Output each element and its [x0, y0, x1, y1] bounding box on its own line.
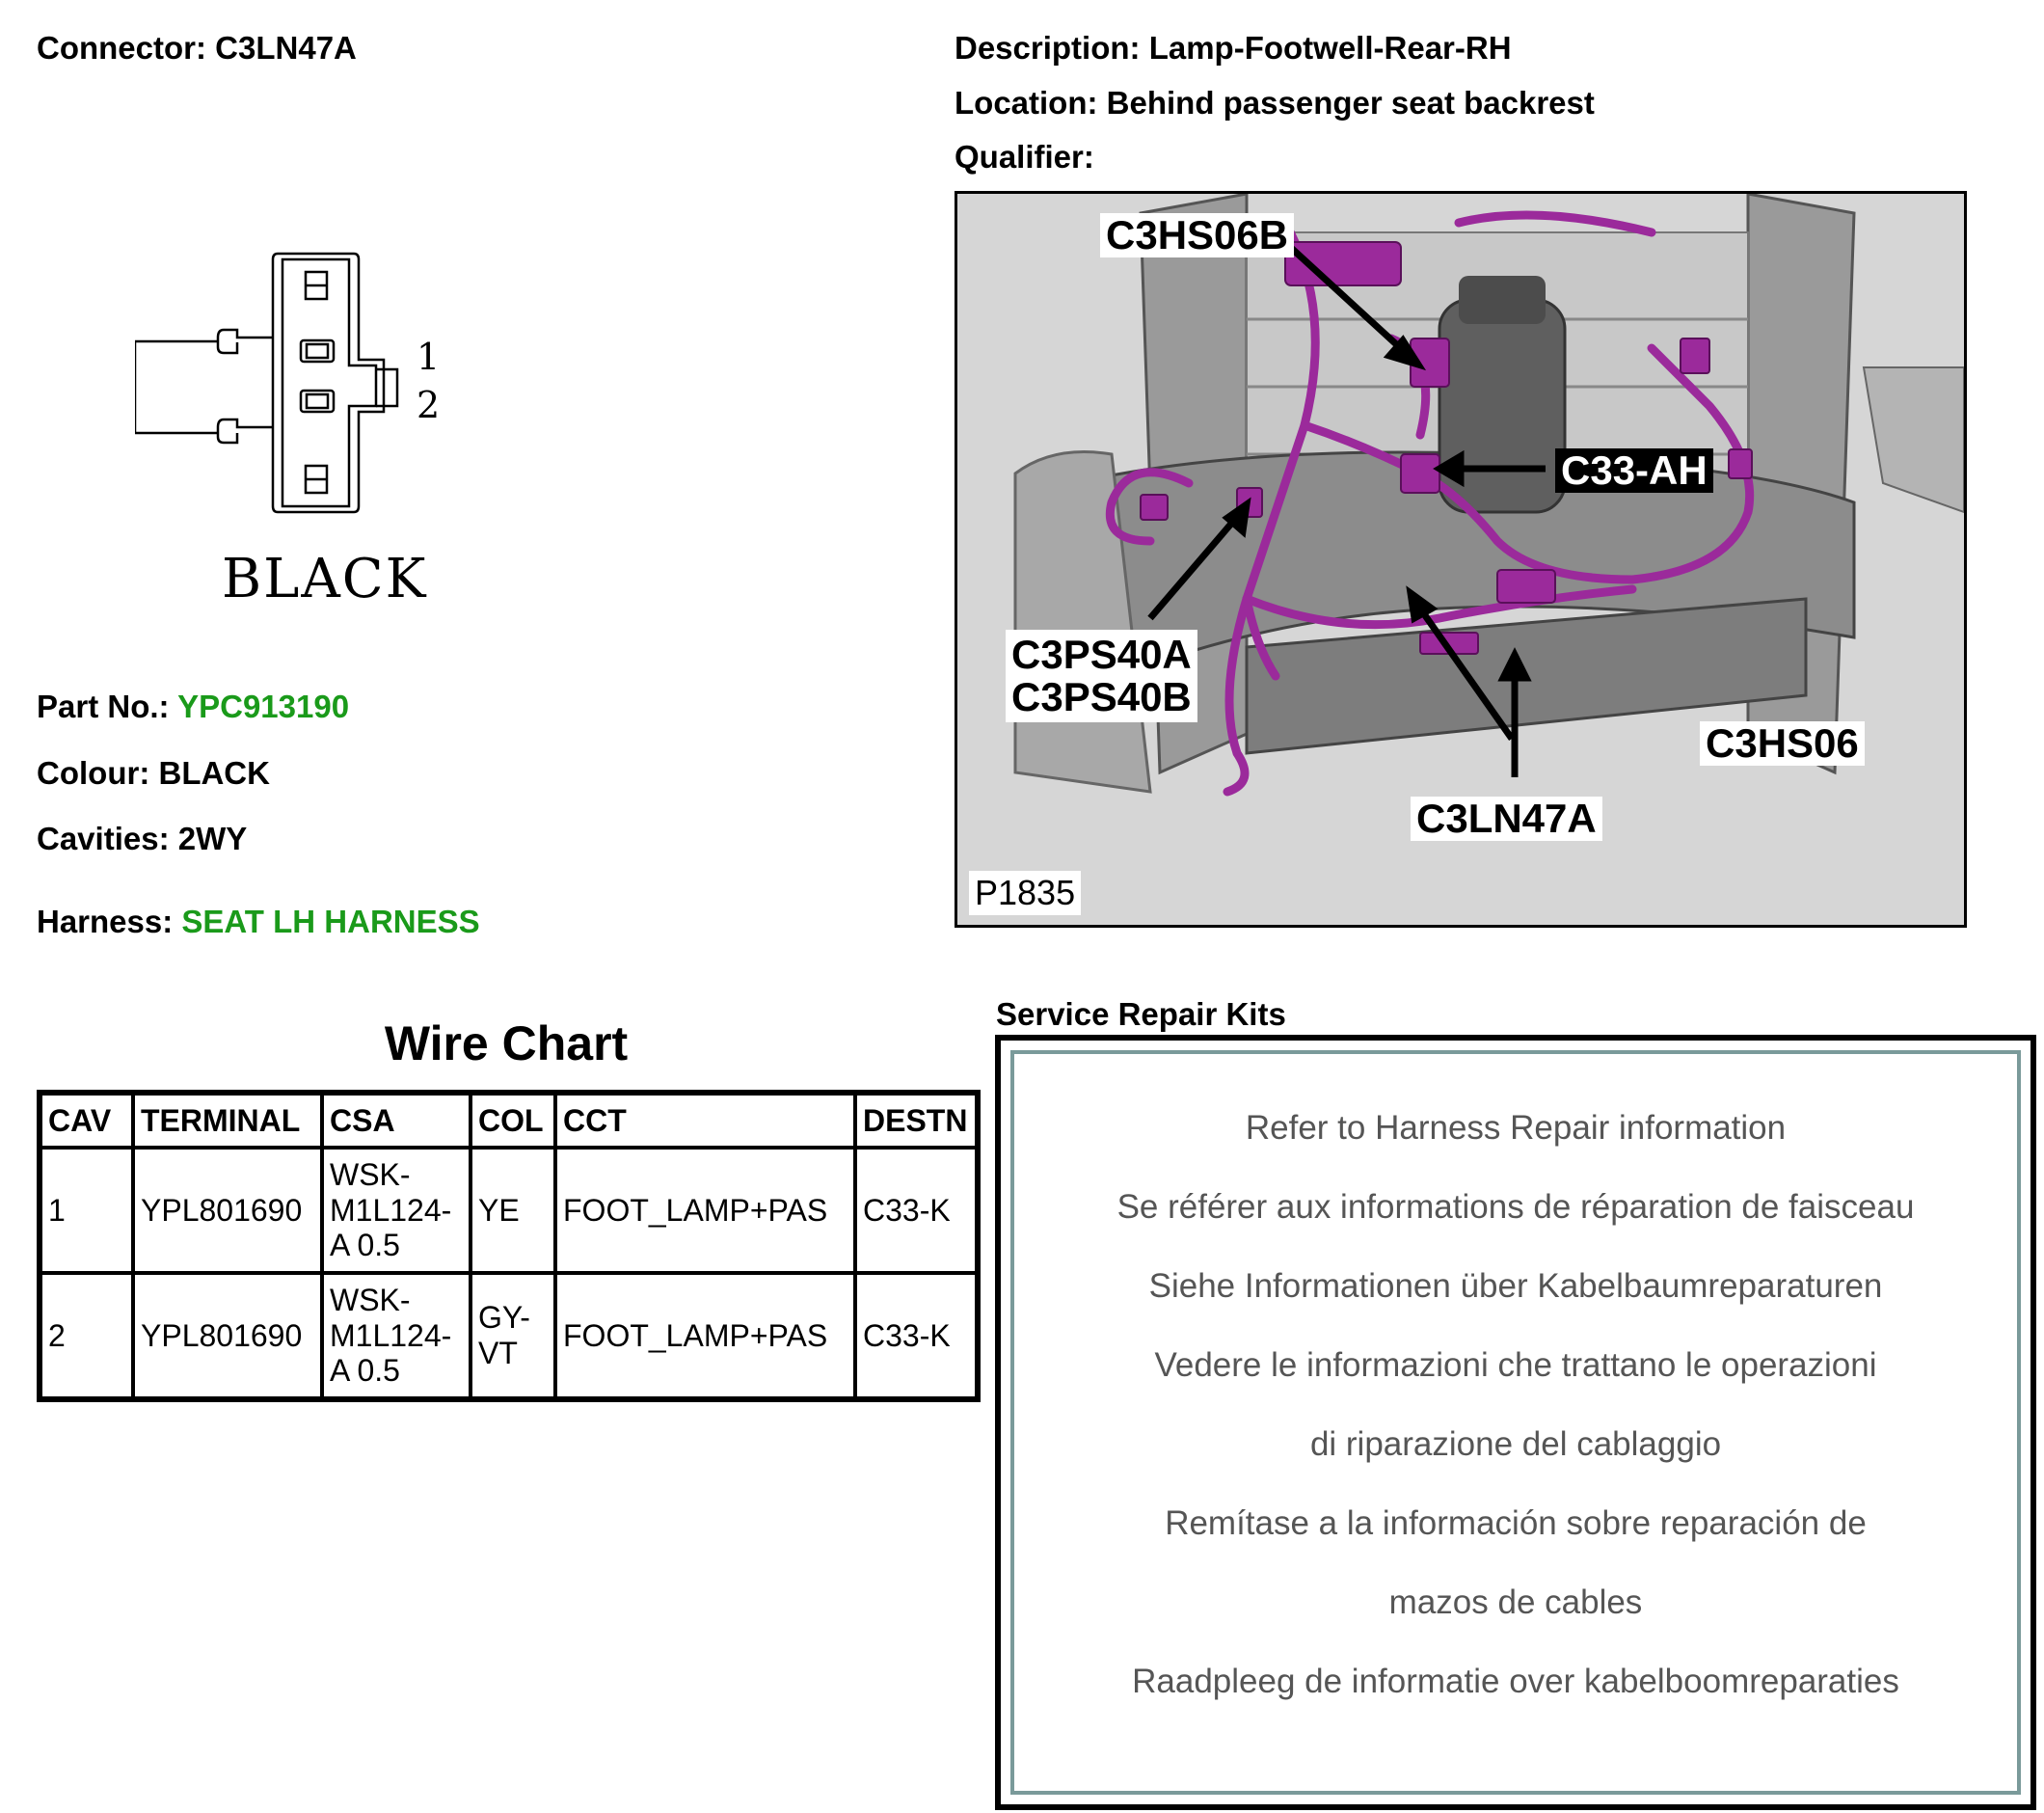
srk-line: Siehe Informationen über Kabelbaumrepara…: [1148, 1267, 1883, 1305]
cavities-field: Cavities: 2WY: [37, 823, 247, 854]
cell-cct: FOOT_LAMP+PAS: [553, 1146, 857, 1275]
photo-id-label: P1835: [969, 871, 1082, 915]
wire-chart-header-row: CAV TERMINAL CSA COL CCT DESTN: [38, 1091, 980, 1150]
connector-label: Connector:: [37, 30, 206, 66]
colour-label: Colour:: [37, 755, 150, 791]
callout-c3ln47a: C3LN47A: [1411, 797, 1602, 841]
description-field: Description: Lamp-Footwell-Rear-RH: [955, 32, 1512, 64]
cell-col: YE: [469, 1146, 557, 1275]
callout-c3ps40b: C3PS40B: [1011, 674, 1192, 720]
colour-value: BLACK: [158, 755, 270, 791]
service-repair-kits-inner-frame: Refer to Harness Repair information Se r…: [1010, 1050, 2021, 1795]
harness-field: Harness: SEAT LH HARNESS: [37, 906, 480, 937]
pin-1-label: 1: [417, 336, 440, 378]
srk-line: Se référer aux informations de réparatio…: [1116, 1188, 1915, 1226]
cell-cav: 2: [38, 1271, 135, 1401]
part-no-field: Part No.: YPC913190: [37, 690, 349, 722]
cell-csa-line: WSK-: [330, 1282, 411, 1317]
cell-terminal: YPL801690: [131, 1271, 324, 1401]
cell-col-line: YE: [478, 1192, 520, 1228]
service-repair-kits-box: Refer to Harness Repair information Se r…: [995, 1035, 2036, 1810]
description-value: Lamp-Footwell-Rear-RH: [1148, 30, 1512, 66]
harness-link[interactable]: SEAT LH HARNESS: [181, 904, 480, 939]
cell-cct: FOOT_LAMP+PAS: [553, 1271, 857, 1401]
srk-line: Refer to Harness Repair information: [1245, 1109, 1787, 1147]
callout-c33-ah: C33-AH: [1555, 448, 1713, 493]
header-cct: CCT: [553, 1091, 857, 1150]
harness-label: Harness:: [37, 904, 174, 939]
cavities-label: Cavities:: [37, 821, 170, 856]
description-label: Description:: [955, 30, 1141, 66]
srk-line: Remítase a la información sobre reparaci…: [1165, 1504, 1867, 1542]
cell-col: GY- VT: [469, 1271, 557, 1401]
cell-csa: WSK- M1L124- A 0.5: [320, 1271, 472, 1401]
part-no-link[interactable]: YPC913190: [177, 689, 350, 724]
srk-line: mazos de cables: [1388, 1583, 1643, 1621]
qualifier-field: Qualifier:: [955, 141, 1094, 173]
callout-c3ps40a: C3PS40A: [1011, 632, 1192, 677]
connector-value: C3LN47A: [215, 30, 357, 66]
callout-c3ps40: C3PS40A C3PS40B: [1006, 630, 1197, 723]
connector-field: Connector: C3LN47A: [37, 32, 357, 64]
header-csa: CSA: [320, 1091, 472, 1150]
cell-col-line: GY-: [478, 1300, 530, 1336]
cell-destn: C33-K: [853, 1271, 980, 1401]
callout-c3hs06: C3HS06: [1700, 721, 1865, 766]
cell-destn: C33-K: [853, 1146, 980, 1275]
location-value: Behind passenger seat backrest: [1106, 85, 1595, 121]
location-photo: C3HS06B C33-AH C3PS40A C3PS40B C3HS06 C3…: [955, 191, 1967, 928]
cavities-value: 2WY: [177, 821, 248, 856]
cell-col-line: VT: [478, 1336, 518, 1370]
pin-2-label: 2: [417, 384, 440, 426]
callout-c3hs06b: C3HS06B: [1100, 213, 1295, 257]
table-row: 1 YPL801690 WSK- M1L124- A 0.5 YE FOOT_L…: [38, 1146, 980, 1275]
cell-terminal: YPL801690: [131, 1146, 324, 1275]
cell-csa-line: M1L124-: [330, 1317, 452, 1353]
cell-csa-line: WSK-: [330, 1156, 411, 1192]
wire-chart-title: Wire Chart: [384, 1016, 629, 1070]
qualifier-label: Qualifier:: [955, 139, 1094, 175]
service-repair-kits-text: Refer to Harness Repair information Se r…: [1014, 1089, 2017, 1721]
location-label: Location:: [955, 85, 1098, 121]
header-destn: DESTN: [853, 1091, 980, 1150]
srk-line: di riparazione del cablaggio: [1309, 1425, 1722, 1463]
location-field: Location: Behind passenger seat backrest: [955, 87, 1595, 119]
cell-csa-line: M1L124-: [330, 1192, 452, 1228]
header-terminal: TERMINAL: [131, 1091, 324, 1150]
srk-line: Raadpleeg de informatie over kabelboomre…: [1132, 1663, 1899, 1700]
cell-cav: 1: [38, 1146, 135, 1275]
cell-csa-line: A 0.5: [330, 1228, 400, 1263]
connector-colour-caption: BLACK: [222, 548, 428, 610]
srk-line: Vedere le informazioni che trattano le o…: [1154, 1346, 1877, 1384]
header-col: COL: [469, 1091, 557, 1150]
table-row: 2 YPL801690 WSK- M1L124- A 0.5 GY- VT FO…: [38, 1271, 980, 1401]
cell-csa-line: A 0.5: [330, 1353, 400, 1389]
service-repair-kits-title: Service Repair Kits: [996, 996, 1286, 1032]
header-cav: CAV: [38, 1091, 135, 1150]
colour-field: Colour: BLACK: [37, 757, 270, 789]
part-no-label: Part No.:: [37, 689, 170, 724]
wire-chart-table: CAV TERMINAL CSA COL CCT DESTN 1 YPL8016…: [37, 1090, 981, 1402]
connector-face-diagram: 1 2: [135, 252, 440, 514]
cell-csa: WSK- M1L124- A 0.5: [320, 1146, 472, 1275]
